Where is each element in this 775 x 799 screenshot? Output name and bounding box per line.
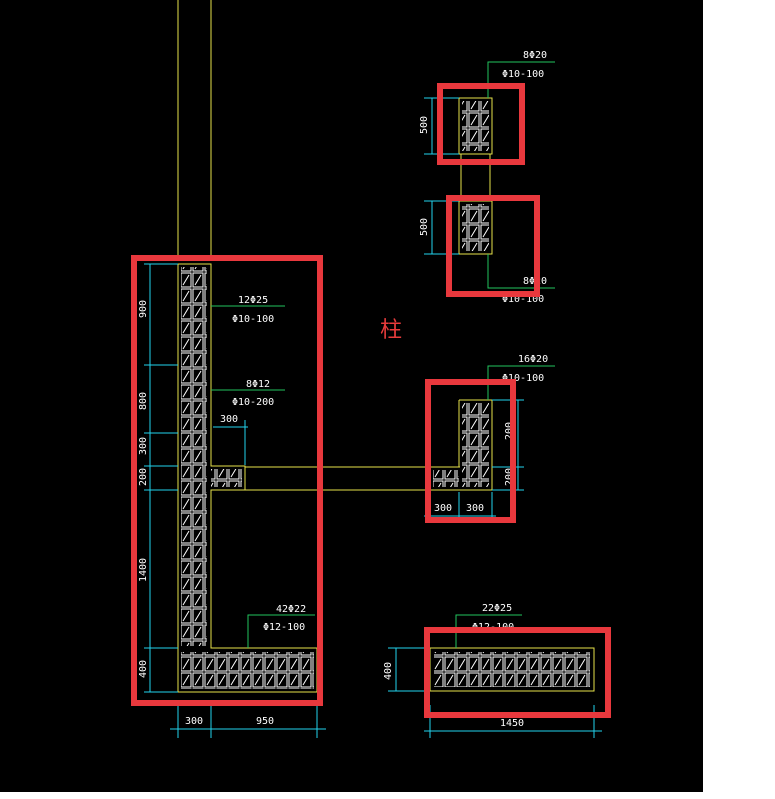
rebar-label: 42Φ22 bbox=[276, 604, 306, 615]
stirrup-label: Φ12-100 bbox=[263, 622, 305, 633]
rebar-label: 12Φ25 bbox=[238, 295, 268, 306]
rebar-label: 8Φ12 bbox=[246, 379, 270, 390]
dimension-label: 200 bbox=[138, 468, 149, 486]
rebar-label: 8Φ20 bbox=[523, 50, 547, 61]
dimension-label: 1400 bbox=[138, 558, 149, 582]
stirrup-label: Φ10-100 bbox=[232, 314, 274, 325]
highlight-boxes bbox=[131, 83, 611, 718]
wall-outline bbox=[177, 263, 318, 693]
column-label: 柱 bbox=[380, 318, 402, 343]
dimension-label: 500 bbox=[419, 116, 430, 134]
leader-line bbox=[247, 614, 315, 648]
cad-drawing-canvas: 12Φ25 Φ10-100 8Φ12 Φ10-200 300 42Φ22 Φ12… bbox=[0, 0, 703, 792]
highlight-box bbox=[437, 83, 525, 165]
highlight-box bbox=[446, 195, 540, 297]
stirrup-label: Φ10-100 bbox=[502, 373, 544, 384]
dimension-label: 300 bbox=[434, 503, 452, 514]
highlight-box bbox=[131, 255, 323, 706]
dimension-label: 300 bbox=[220, 414, 238, 425]
leader-line bbox=[487, 254, 555, 289]
left-wall-section: 12Φ25 Φ10-100 8Φ12 Φ10-200 300 42Φ22 Φ12… bbox=[138, 263, 326, 738]
right-mid-section: 16Φ20 Φ10-100 200 200 300 300 bbox=[424, 354, 555, 522]
drawing-svg: 12Φ25 Φ10-100 8Φ12 Φ10-200 300 42Φ22 Φ12… bbox=[131, 0, 611, 738]
dimension-label: 1450 bbox=[500, 718, 524, 729]
rebar-grid-vertical bbox=[181, 267, 207, 646]
dimension-label: 900 bbox=[138, 300, 149, 318]
dimension-label: 400 bbox=[138, 660, 149, 678]
dimension-label: 500 bbox=[419, 218, 430, 236]
rebar-grid-stub bbox=[211, 469, 242, 487]
highlight-box bbox=[425, 379, 516, 523]
dimension-ticks bbox=[177, 706, 318, 738]
dimension-label: 200 bbox=[504, 422, 515, 440]
dimension-ticks bbox=[144, 263, 178, 693]
rebar-grid-bottom bbox=[181, 652, 314, 689]
dimension-label: 300 bbox=[466, 503, 484, 514]
leader-line bbox=[487, 365, 555, 400]
leader-line bbox=[455, 614, 522, 648]
dimension-label: 800 bbox=[138, 392, 149, 410]
stirrup-label: Φ10-100 bbox=[502, 294, 544, 305]
highlight-box bbox=[424, 627, 611, 718]
dimension-label: 950 bbox=[256, 716, 274, 727]
dimension-label: 300 bbox=[185, 716, 203, 727]
dimension-label: 200 bbox=[504, 468, 515, 486]
right-top-section-1: 8Φ20 Φ10-100 500 bbox=[419, 50, 555, 155]
rebar-label: 16Φ20 bbox=[518, 354, 548, 365]
dimension-label: 300 bbox=[138, 437, 149, 455]
stirrup-label: Φ10-200 bbox=[232, 397, 274, 408]
dimension-label: 400 bbox=[383, 662, 394, 680]
rebar-label: 22Φ25 bbox=[482, 603, 512, 614]
stirrup-label: Φ10-100 bbox=[502, 69, 544, 80]
